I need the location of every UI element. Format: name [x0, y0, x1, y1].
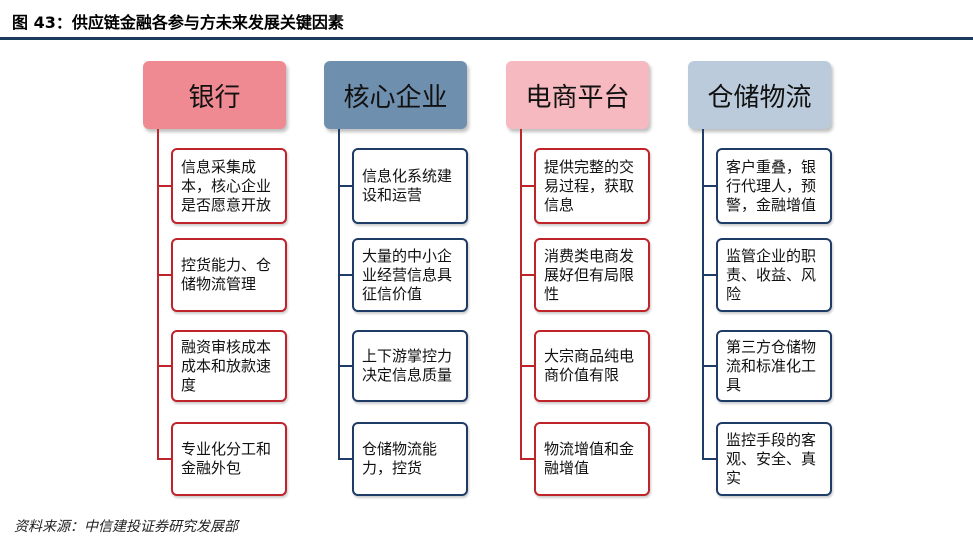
- factor-text: 提供完整的交易过程，获取信息: [544, 157, 635, 214]
- factor-text: 信息采集成本，核心企业是否愿意开放: [181, 157, 272, 214]
- factor-text: 监控手段的客观、安全、真实: [726, 430, 817, 487]
- factor-text: 仓储物流能力，控货: [362, 440, 438, 477]
- connector-branch: [338, 365, 352, 367]
- title-divider: [0, 37, 973, 40]
- factor-text: 信息化系统建设和运营: [362, 167, 453, 204]
- connector-branch: [338, 458, 352, 460]
- connector-branch: [702, 458, 716, 460]
- factor-text: 控货能力、仓储物流管理: [181, 256, 272, 293]
- factor-text: 客户重叠，银行代理人，预警，金融增值: [726, 157, 817, 214]
- connector-branch: [702, 365, 716, 367]
- connector-branch: [157, 365, 171, 367]
- header-3: 电商平台: [506, 61, 649, 129]
- connector-branch: [702, 185, 716, 187]
- factor-text: 专业化分工和金融外包: [181, 440, 272, 477]
- factor-box: 专业化分工和金融外包: [171, 422, 287, 496]
- factor-box: 信息采集成本，核心企业是否愿意开放: [171, 148, 287, 224]
- figure-title: 图 43：供应链金融各参与方未来发展关键因素: [12, 13, 344, 32]
- factor-box: 信息化系统建设和运营: [352, 148, 468, 224]
- connector-branch: [520, 458, 534, 460]
- factor-text: 上下游掌控力决定信息质量: [362, 347, 453, 384]
- connector-branch: [338, 274, 352, 276]
- connector-branch: [157, 274, 171, 276]
- connector-branch: [520, 274, 534, 276]
- factor-box: 仓储物流能力，控货: [352, 422, 468, 496]
- connector-branch: [520, 365, 534, 367]
- factor-box: 上下游掌控力决定信息质量: [352, 330, 468, 402]
- factor-box: 客户重叠，银行代理人，预警，金融增值: [716, 148, 832, 224]
- factor-box: 控货能力、仓储物流管理: [171, 238, 287, 312]
- header-2: 核心企业: [324, 61, 467, 129]
- connector-branch: [338, 185, 352, 187]
- connector-branch: [157, 185, 171, 187]
- factor-text: 消费类电商发展好但有局限性: [544, 246, 635, 303]
- factor-text: 融资审核成本成本和放款速度: [181, 337, 272, 394]
- factor-box: 物流增值和金融增值: [534, 422, 650, 496]
- connector-trunk: [338, 129, 340, 460]
- connector-trunk: [157, 129, 159, 460]
- connector-branch: [157, 458, 171, 460]
- factor-text: 大量的中小企业经营信息具征信价值: [362, 246, 453, 303]
- connector-branch: [702, 274, 716, 276]
- factor-text: 第三方仓储物流和标准化工具: [726, 337, 817, 394]
- factor-box: 监控手段的客观、安全、真实: [716, 422, 832, 496]
- connector-branch: [520, 185, 534, 187]
- factor-text: 大宗商品纯电商价值有限: [544, 347, 635, 384]
- factor-box: 大量的中小企业经营信息具征信价值: [352, 238, 468, 312]
- factor-text: 监管企业的职责、收益、风险: [726, 246, 817, 303]
- factor-box: 提供完整的交易过程，获取信息: [534, 148, 650, 224]
- source-note: 资料来源：中信建投证券研究发展部: [14, 519, 238, 535]
- header-1: 银行: [143, 61, 286, 129]
- factor-text: 物流增值和金融增值: [544, 440, 635, 477]
- factor-box: 监管企业的职责、收益、风险: [716, 238, 832, 312]
- factor-box: 第三方仓储物流和标准化工具: [716, 330, 832, 402]
- connector-trunk: [702, 129, 704, 460]
- header-4: 仓储物流: [688, 61, 831, 129]
- factor-box: 消费类电商发展好但有局限性: [534, 238, 650, 312]
- factor-box: 大宗商品纯电商价值有限: [534, 330, 650, 402]
- connector-trunk: [520, 129, 522, 460]
- factor-box: 融资审核成本成本和放款速度: [171, 330, 287, 402]
